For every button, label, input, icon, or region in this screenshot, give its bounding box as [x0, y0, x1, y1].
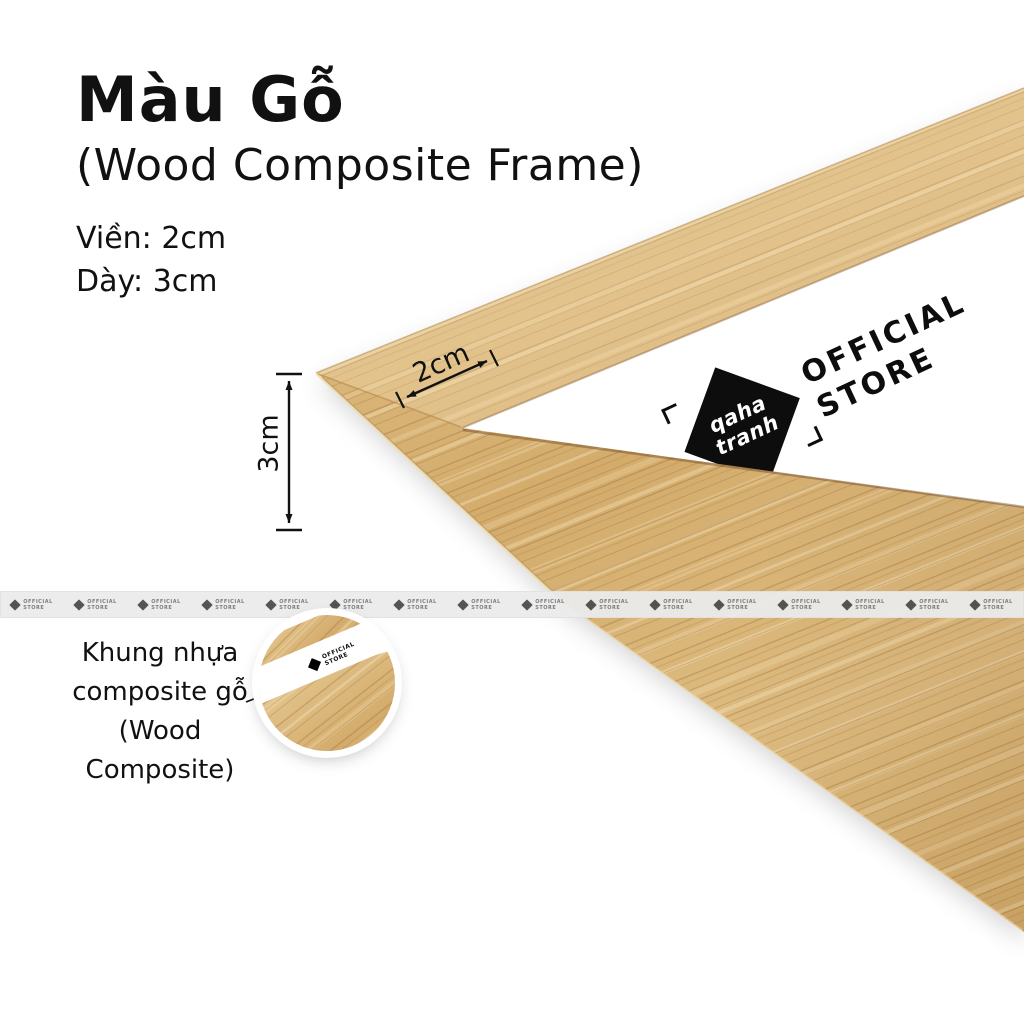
bracket-left-icon: [661, 403, 683, 425]
inset-official-store-label: OFFICIAL STORE: [321, 640, 356, 668]
page-title: Màu Gỗ: [76, 63, 345, 136]
spec-list: Viền: 2cm Dày: 3cm: [76, 217, 644, 303]
watermark-diamond-icon: [137, 598, 149, 611]
watermark-diamond-icon: [521, 598, 533, 611]
watermark-diamond-icon: [73, 598, 85, 611]
brand-name: qaha tranh: [704, 390, 783, 461]
official-store-label: OFFICIAL STORE: [795, 285, 972, 426]
callout-line-2: composite gỗ: [72, 677, 248, 707]
bracket-right-icon: [801, 425, 824, 447]
callout-line-3: (Wood Composite): [85, 716, 235, 785]
watermark-diamond-icon: [841, 598, 853, 611]
watermark-diamond-icon: [905, 598, 917, 611]
watermark-diamond-icon: [265, 598, 277, 611]
spec-border: Viền: 2cm: [76, 221, 227, 257]
watermark-diamond-icon: [9, 598, 21, 611]
watermark-diamond-icon: [649, 598, 661, 611]
watermark-diamond-icon: [969, 598, 981, 611]
material-callout: Khung nhựa composite gỗ (Wood Composite): [44, 634, 276, 790]
watermark-diamond-icon: [777, 598, 789, 611]
watermark-diamond-icon: [393, 598, 405, 611]
watermark-diamond-icon: [713, 598, 725, 611]
watermark-diamond-icon: [457, 598, 469, 611]
watermark-diamond-icon: [201, 598, 213, 611]
watermark-diamond-icon: [329, 598, 341, 611]
subtitle: (Wood Composite Frame): [76, 140, 644, 192]
callout-line-1: Khung nhựa: [81, 638, 239, 668]
detail-inset: OFFICIAL STORE: [259, 615, 395, 751]
inset-brand-diamond-icon: [308, 658, 322, 672]
spec-thickness: Dày: 3cm: [76, 264, 218, 300]
watermark-diamond-icon: [585, 598, 597, 611]
header: Màu Gỗ (Wood Composite Frame) Viền: 2cm …: [76, 63, 644, 303]
dimension-3cm-label: 3cm: [253, 414, 285, 473]
